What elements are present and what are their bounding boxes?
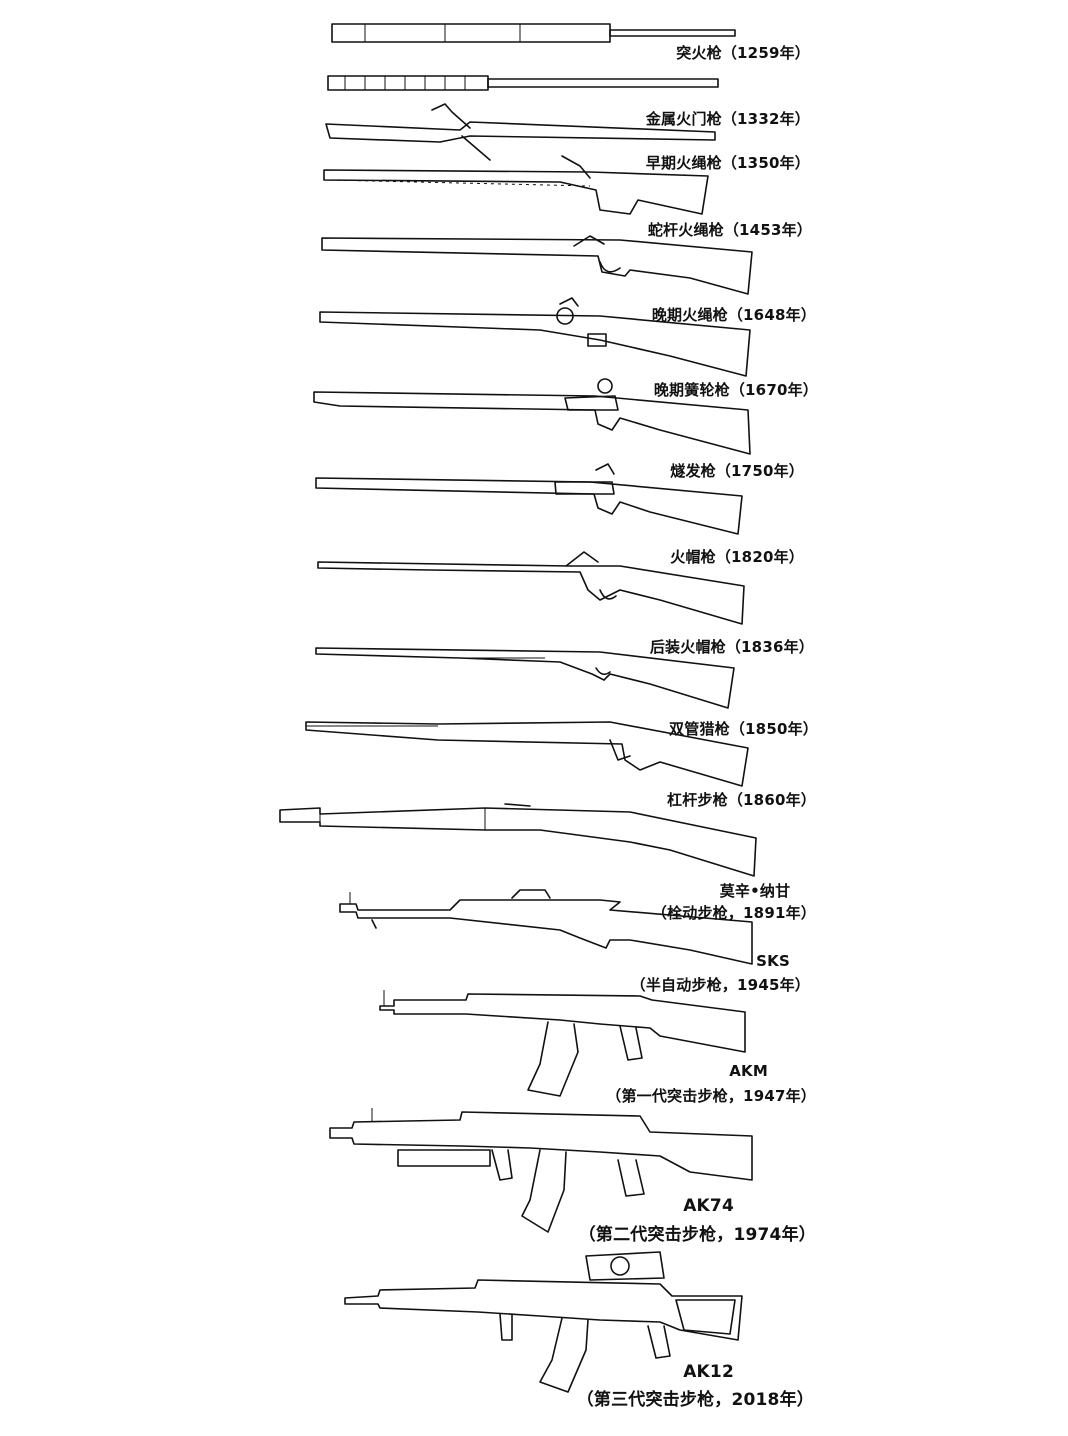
- flintlock-label: 燧发枪（1750年）: [670, 462, 804, 480]
- lever-action-label: 杠杆步枪（1860年）: [667, 791, 816, 809]
- ak74-name: AK74: [683, 1196, 734, 1216]
- akm-desc: （第一代突击步枪，1947年）: [606, 1087, 816, 1105]
- late-wheellock-drawing: [313, 378, 751, 455]
- tuhuoqiang-label: 突火枪（1259年）: [676, 44, 810, 62]
- double-barrel-shotgun-drawing: [305, 721, 749, 787]
- metal-hand-cannon-drawing: [325, 103, 716, 161]
- ak12-desc: （第三代突击步枪，2018年）: [576, 1390, 814, 1410]
- metal-hand-cannon-tube-drawing: [327, 75, 719, 91]
- percussion-cap-drawing: [317, 551, 745, 625]
- serpentine-matchlock-drawing: [321, 235, 753, 295]
- breech-loading-percussion-drawing: [315, 647, 735, 709]
- late-matchlock-label: 晚期火绳枪（1648年）: [651, 306, 816, 324]
- percussion-cap-label: 火帽枪（1820年）: [670, 548, 804, 566]
- mosin-nagant-drawing: [339, 889, 753, 965]
- sks-drawing: [379, 990, 746, 1097]
- akm-name: AKM: [729, 1062, 768, 1080]
- metal-hand-cannon-label: 金属火门枪（1332年）: [645, 110, 810, 128]
- tuhuoqiang-drawing: [331, 23, 736, 43]
- late-wheellock-label: 晚期簧轮枪（1670年）: [653, 381, 818, 399]
- early-matchlock-label: 早期火绳枪（1350年）: [645, 154, 810, 172]
- ak12-name: AK12: [683, 1362, 734, 1382]
- mosin-nagant-desc: （栓动步枪，1891年）: [651, 904, 816, 922]
- double-barrel-shotgun-label: 双管猎枪（1850年）: [669, 720, 818, 738]
- sks-desc: （半自动步枪，1945年）: [630, 976, 810, 994]
- ak74-desc: （第二代突击步枪，1974年）: [578, 1225, 816, 1245]
- late-matchlock-drawing: [319, 297, 751, 377]
- lever-action-drawing: [279, 803, 757, 877]
- ak12-drawing: [344, 1251, 743, 1393]
- flintlock-drawing: [315, 463, 743, 535]
- sks-name: SKS: [756, 952, 790, 970]
- mosin-nagant-name: 莫辛•纳甘: [719, 882, 791, 900]
- breech-loading-percussion-label: 后装火帽枪（1836年）: [649, 638, 814, 656]
- ak74-drawing: [329, 1108, 753, 1233]
- serpentine-matchlock-label: 蛇杆火绳枪（1453年）: [647, 221, 812, 239]
- early-matchlock-drawing: [323, 155, 709, 215]
